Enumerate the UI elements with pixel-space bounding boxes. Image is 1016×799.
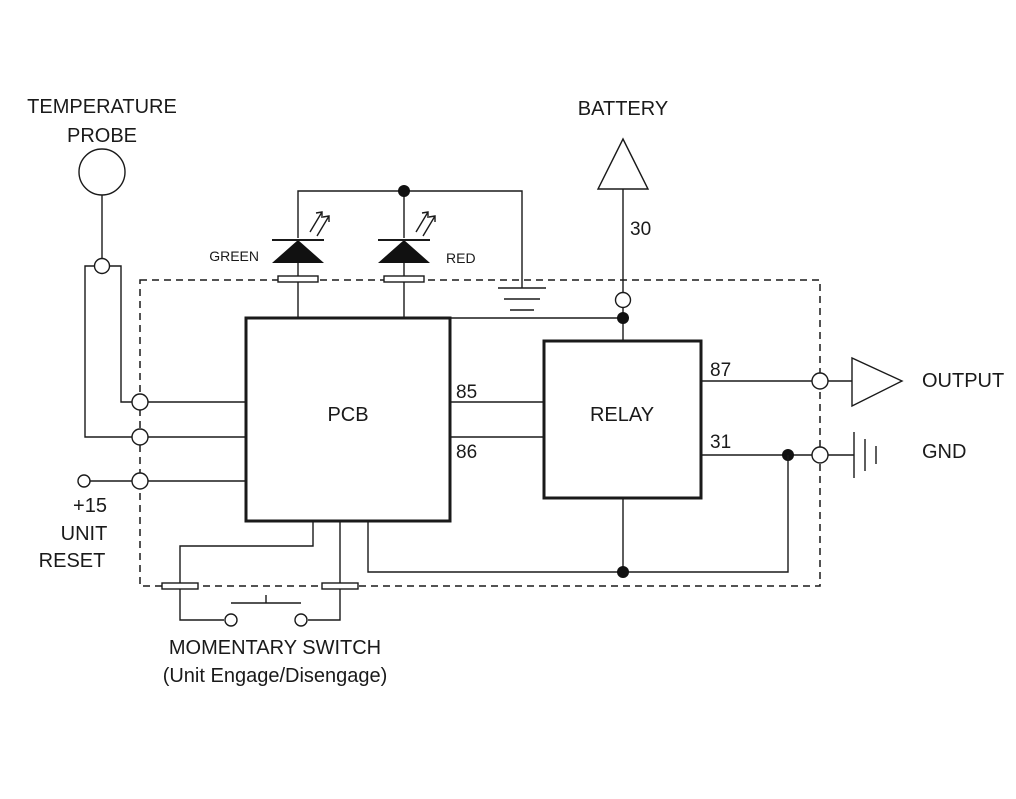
- probe-terminal-b: [131, 428, 149, 446]
- probe-junction-terminal: [93, 257, 111, 275]
- red-led-label: RED: [446, 250, 476, 266]
- red-led-icon: [378, 211, 436, 318]
- green-led-label: GREEN: [209, 248, 259, 264]
- probe-terminal-a: [131, 393, 149, 411]
- output-arrow-icon: [851, 356, 904, 408]
- pcb-label: PCB: [327, 404, 368, 426]
- reset-terminal: [131, 472, 149, 490]
- momentary-switch-icon: [224, 595, 308, 627]
- pin-87-label: 87: [710, 360, 731, 381]
- pin-85-label: 85: [456, 382, 477, 403]
- gnd-symbol-icon: [853, 432, 877, 478]
- pin-86-label: 86: [456, 442, 477, 463]
- gnd-label: GND: [922, 441, 966, 463]
- pcb-block: [244, 316, 452, 523]
- relay-block: [542, 339, 703, 500]
- reset-input-terminal: [77, 474, 91, 488]
- gnd-terminal: [811, 446, 829, 464]
- probe-label-line1: TEMPERATURE: [27, 96, 177, 118]
- switch-label-line2: (Unit Engage/Disengage): [163, 665, 388, 687]
- pin-31-label: 31: [710, 432, 731, 453]
- battery-label: BATTERY: [578, 98, 668, 120]
- output-label: OUTPUT: [922, 370, 1004, 392]
- probe-sensor-icon: [78, 148, 126, 196]
- probe-label-line2: PROBE: [67, 125, 137, 147]
- relay-label: RELAY: [590, 404, 654, 426]
- reset-label: RESET: [39, 550, 106, 572]
- ground-symbol-icon: [498, 287, 546, 311]
- temperature-probe: [78, 148, 132, 438]
- battery-symbol-icon: [596, 137, 650, 190]
- battery-terminal: [614, 291, 632, 309]
- plus15-label: +15: [73, 495, 107, 517]
- pin-30-label: 30: [630, 219, 651, 240]
- unit-label: UNIT: [61, 523, 108, 545]
- switch-label-line1: MOMENTARY SWITCH: [169, 637, 381, 659]
- green-led-icon: [272, 211, 330, 318]
- output-terminal: [811, 372, 829, 390]
